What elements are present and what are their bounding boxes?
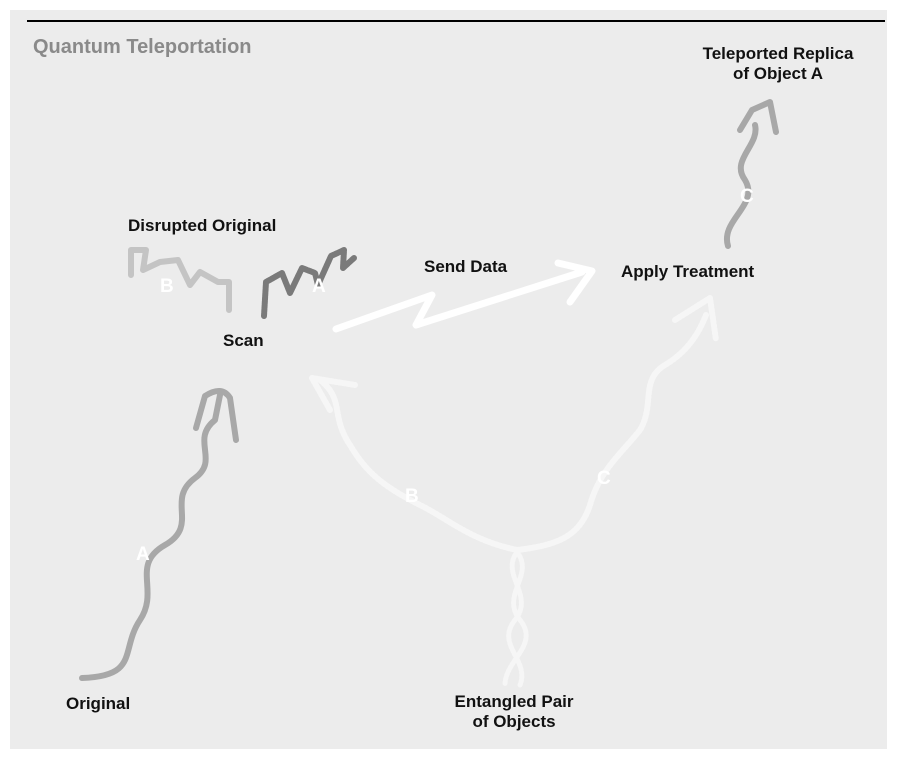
path-entangled-strand-2 [502, 549, 529, 688]
path-entangled-c [514, 312, 709, 553]
arrowhead-entangled-c [672, 295, 719, 343]
path-disrupted-b [128, 247, 232, 313]
label-scan: Scan [223, 331, 264, 350]
arrowhead-original-a [193, 388, 239, 443]
label-original: Original [66, 694, 131, 713]
label-entangled-pair-line1: Entangled Pair [454, 692, 574, 711]
path-replica-c [723, 122, 759, 249]
letter-disrupted-b: B [160, 276, 174, 297]
label-teleported-replica-line2: of Object A [732, 64, 824, 83]
path-scanned-a [261, 247, 357, 319]
path-send-data [332, 268, 586, 333]
arrowhead-entangled-b [309, 375, 358, 413]
diagram-panel [10, 10, 887, 749]
letter-entangled-c: C [597, 468, 611, 489]
letter-entangled-b: B [405, 486, 419, 507]
label-teleported-replica: Teleported Replica of Object A [668, 44, 888, 84]
diagram-title: Quantum Teleportation [33, 36, 252, 58]
label-entangled-pair-line2: of Objects [472, 712, 556, 731]
label-entangled-pair: Entangled Pair of Objects [414, 692, 614, 732]
arrowhead-send-data [554, 259, 596, 306]
letter-replica-c: C [740, 186, 754, 207]
top-divider [27, 20, 885, 22]
letter-original-a: A [136, 544, 150, 565]
arrowhead-replica-c [737, 99, 779, 135]
label-disrupted-original: Disrupted Original [128, 216, 277, 235]
path-entangled-b [317, 377, 520, 553]
path-original-a [79, 392, 223, 681]
label-send-data: Send Data [424, 257, 508, 276]
letter-scanned-a: A [312, 276, 326, 297]
label-teleported-replica-line1: Teleported Replica [702, 44, 854, 63]
label-apply-treatment: Apply Treatment [621, 262, 755, 281]
path-entangled-strand-1 [506, 549, 525, 688]
